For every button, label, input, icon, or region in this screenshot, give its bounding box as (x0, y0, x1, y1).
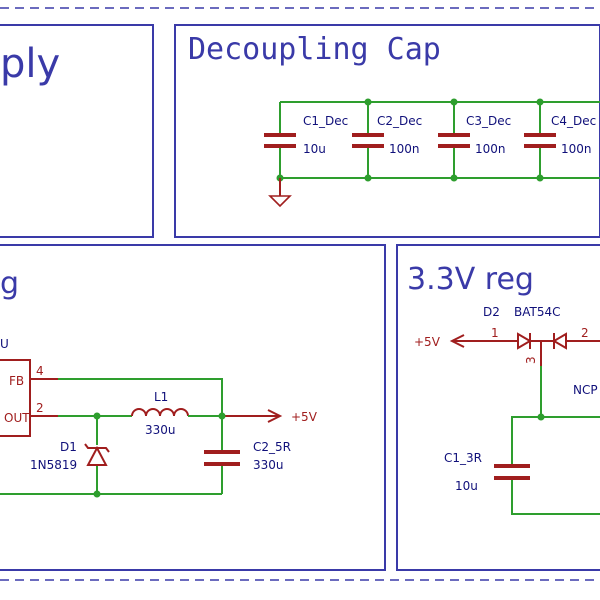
pin-fb-name: FB (9, 374, 24, 388)
c1-3r-ref: C1_3R (444, 451, 482, 465)
reg33-net-label: +5V (414, 335, 441, 349)
buck-net-label: +5V (291, 410, 318, 424)
reg33-title: 3.3V reg (407, 262, 534, 297)
capacitor-c2-dec[interactable]: C2_Dec 100n (352, 102, 422, 178)
junction-dec-3 (364, 174, 372, 182)
supply-title: ply (0, 41, 60, 87)
buck-ic[interactable]: FB OUT 4 2 (0, 359, 58, 437)
junction-buck-2 (218, 412, 226, 420)
c3-dec-ref: C3_Dec (466, 114, 511, 128)
reg33-ic-partial: NCP (573, 383, 598, 397)
ic-ref-partial: U (0, 337, 9, 351)
c2-5r-ref: C2_5R (253, 440, 291, 454)
diode-d1[interactable]: D1 1N5819 (30, 416, 110, 494)
junction-dec-6 (536, 98, 544, 106)
c4-dec-ref: C4_Dec (551, 114, 596, 128)
buck-reg-section: g U FB OUT 4 2 L1 330u +5V (0, 244, 386, 571)
d2-pin3: 3 (524, 356, 538, 364)
inductor-value: 330u (145, 423, 176, 437)
junction-dec-7 (536, 174, 544, 182)
reg33-input-wire (511, 416, 600, 464)
d2-ref: D2 (483, 305, 500, 319)
c2-dec-ref: C2_Dec (377, 114, 422, 128)
reg33-section: 3.3V reg +5V 1 2 D2 BAT54C 3 NCP (396, 244, 600, 571)
capacitor-c1-dec[interactable]: C1_Dec 10u (264, 102, 348, 178)
pin-fb-number: 4 (36, 364, 44, 378)
junction-dec-4 (450, 98, 458, 106)
junction-buck-1 (93, 412, 101, 420)
d2-pin1: 1 (491, 326, 499, 340)
c3-dec-value: 100n (475, 142, 506, 156)
decoupling-section: Decoupling Cap C1_Dec 10u C2_Dec 100n (174, 24, 600, 238)
capacitor-c4-dec[interactable]: C4_Dec 100n (524, 102, 596, 178)
inductor-ref: L1 (154, 390, 168, 404)
net-label-5v-buck: +5V (222, 409, 318, 424)
c1-3r-value: 10u (455, 479, 478, 493)
c1-dec-ref: C1_Dec (303, 114, 348, 128)
c2-5r-value: 330u (253, 458, 284, 472)
supply-section: ply (0, 24, 154, 238)
diode-d1-value: 1N5819 (30, 458, 77, 472)
diode-d1-ref: D1 (60, 440, 77, 454)
c2-dec-value: 100n (389, 142, 420, 156)
decoupling-title: Decoupling Cap (188, 32, 441, 67)
feedback-wire (58, 378, 223, 416)
ground-icon (268, 178, 292, 208)
diode-d2[interactable]: 3 (517, 332, 600, 366)
inductor-l1[interactable]: L1 330u (131, 390, 222, 437)
reg33-frame (396, 244, 600, 571)
junction-reg33-1 (537, 413, 545, 421)
c4-dec-value: 100n (561, 142, 592, 156)
capacitor-c1-3r[interactable]: C1_3R 10u (444, 451, 600, 515)
buck-reg-frame (0, 244, 386, 571)
junction-dec-2 (364, 98, 372, 106)
capacitor-c2-5r[interactable]: C2_5R 330u (204, 416, 291, 494)
capacitor-c3-dec[interactable]: C3_Dec 100n (438, 102, 511, 178)
d2-pin2: 2 (581, 326, 589, 340)
junction-dec-5 (450, 174, 458, 182)
decoupling-frame (174, 24, 600, 238)
supply-frame (0, 24, 154, 238)
buck-reg-title: g (0, 266, 19, 301)
junction-buck-3 (93, 490, 101, 498)
pin-out-name: OUT (4, 411, 30, 425)
d2-value: BAT54C (514, 305, 561, 319)
net-label-5v-reg33: +5V (414, 334, 518, 349)
pin-out-number: 2 (36, 401, 44, 415)
c1-dec-value: 10u (303, 142, 326, 156)
